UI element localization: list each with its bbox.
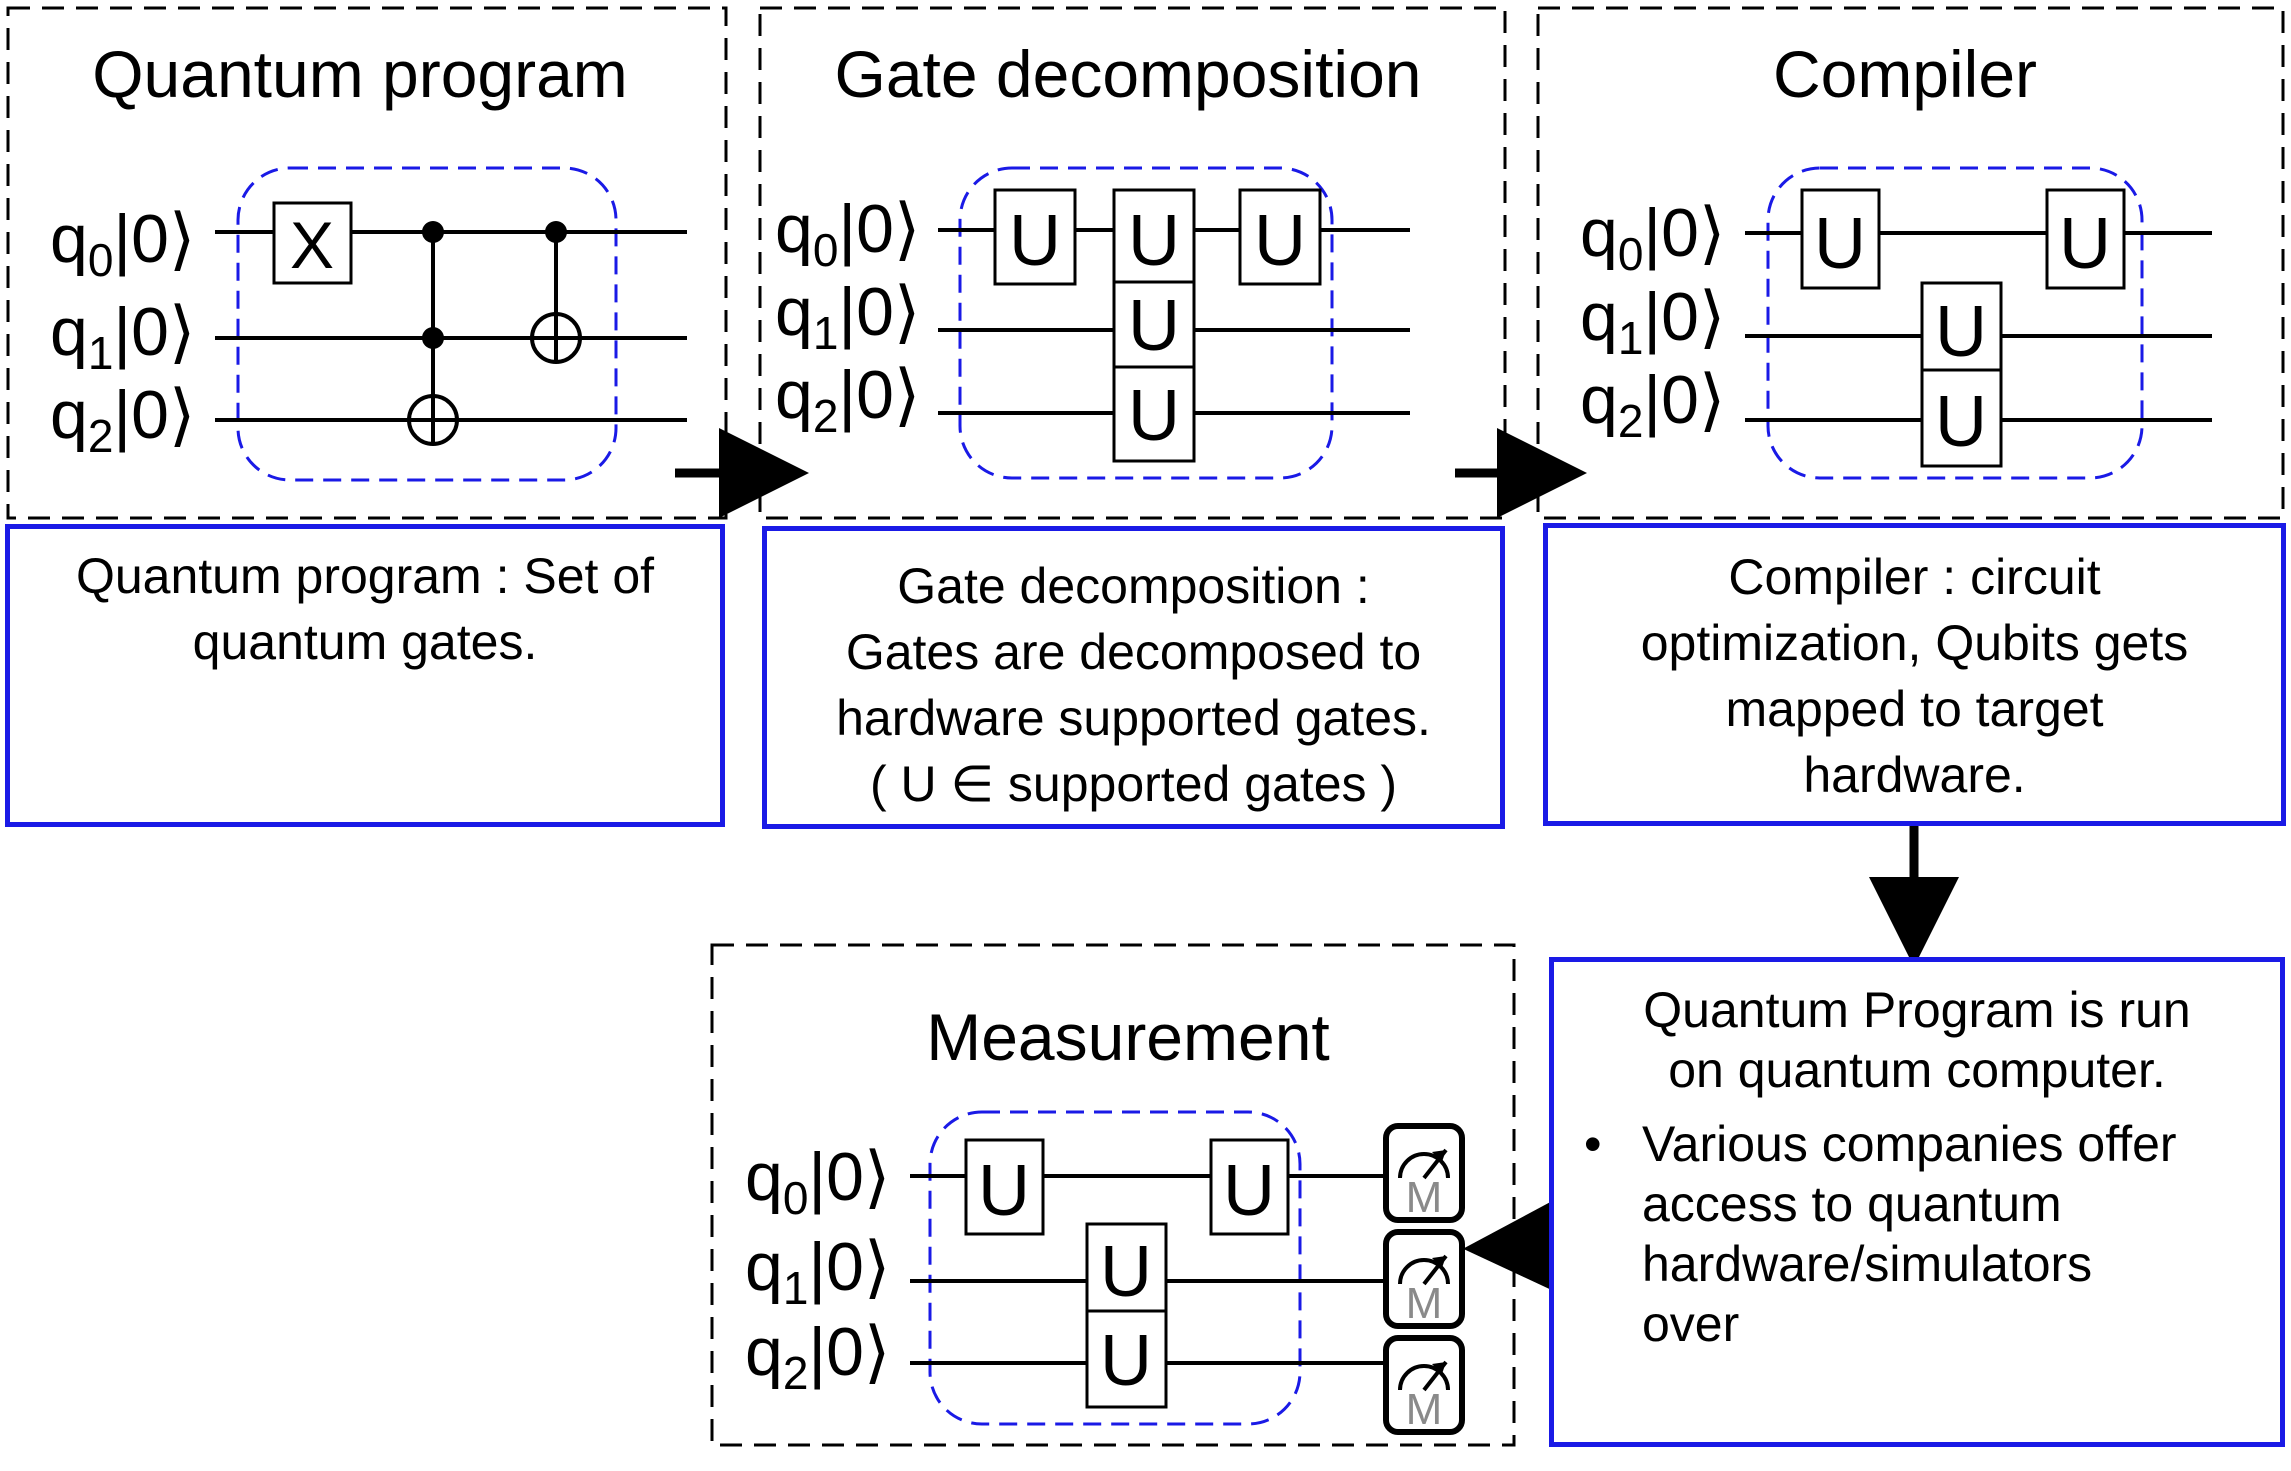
description-line: ( U ∈ supported gates ) <box>869 756 1398 812</box>
panel-frame-program <box>6 6 728 520</box>
panel-frame-decomposition <box>758 6 1507 520</box>
description-line: hardware. <box>1803 747 2026 803</box>
u-gate: U <box>1112 365 1196 463</box>
qubit-labels-measurement: q0|0⟩ q1|0⟩ q2|0⟩ <box>745 1139 890 1399</box>
svg-text:q0|0⟩: q0|0⟩ <box>1580 195 1725 280</box>
u-gate: U <box>1085 1222 1168 1313</box>
cnot-gate <box>530 221 582 364</box>
description-line: Quantum program : Set of <box>75 548 655 604</box>
description-line: quantum gates. <box>192 614 538 670</box>
u-gate: U <box>1112 280 1196 369</box>
svg-text:M: M <box>1406 1173 1443 1222</box>
svg-text:q2|0⟩: q2|0⟩ <box>50 377 195 462</box>
run-bullet-line: over <box>1642 1296 1740 1352</box>
run-description-box: Quantum Program is run on quantum comput… <box>1549 957 2285 1447</box>
svg-text:M: M <box>1406 1385 1443 1434</box>
svg-text:M: M <box>1406 1279 1443 1328</box>
run-bullet-line: access to quantum <box>1642 1176 2062 1232</box>
u-gate: U <box>1112 188 1196 284</box>
description-line: optimization, Qubits gets <box>1640 615 2189 671</box>
circuit-compiler: q0|0⟩ q1|0⟩ q2|0⟩ U U U U <box>1580 188 2212 468</box>
toffoli-gate <box>407 221 459 446</box>
svg-text:U: U <box>1009 201 1061 281</box>
qubit-labels-decomposition: q0|0⟩ q1|0⟩ q2|0⟩ <box>775 191 920 442</box>
u-gate: U <box>1920 368 2003 468</box>
panel-title-compiler: Compiler <box>1773 37 2037 111</box>
gate-region-measurement <box>928 1110 1302 1426</box>
svg-text:X: X <box>290 208 334 282</box>
meter-icon: M <box>1383 1229 1465 1329</box>
svg-text:U: U <box>1100 1321 1152 1401</box>
description-line: Gates are decomposed to <box>845 624 1422 680</box>
u-gate: U <box>964 1138 1045 1236</box>
svg-text:U: U <box>1935 292 1987 372</box>
panel-title-measurement: Measurement <box>926 1000 1330 1074</box>
svg-text:U: U <box>1100 1232 1152 1312</box>
svg-text:q2|0⟩: q2|0⟩ <box>1580 362 1725 447</box>
gate-region-decomposition <box>958 166 1334 480</box>
gate-region-program <box>236 166 618 482</box>
meter-icon: M <box>1383 1335 1465 1435</box>
svg-text:U: U <box>1128 286 1180 366</box>
qubit-labels-program: q0|0⟩ q1|0⟩ q2|0⟩ <box>50 201 195 462</box>
svg-text:U: U <box>1128 376 1180 456</box>
description-decomposition: Gate decomposition : Gates are decompose… <box>762 526 1505 829</box>
bullet-icon: • <box>1584 1116 1602 1172</box>
description-compiler: Compiler : circuit optimization, Qubits … <box>1543 523 2286 826</box>
panel-frame-measurement <box>710 943 1516 1447</box>
circuit-measurement: q0|0⟩ q1|0⟩ q2|0⟩ U U U U M M <box>745 1123 1465 1435</box>
description-line: hardware supported gates. <box>836 690 1431 746</box>
svg-text:U: U <box>1935 382 1987 462</box>
run-heading-line: Quantum Program is run <box>1643 982 2191 1038</box>
u-gate: U <box>2045 188 2126 290</box>
x-gate: X <box>272 201 353 285</box>
circuit-decomposition: q0|0⟩ q1|0⟩ q2|0⟩ U U U U U <box>775 188 1410 463</box>
run-bullet-line: hardware/simulators <box>1642 1236 2093 1292</box>
run-bullet-list: • Various companies offer access to quan… <box>1554 1114 2280 1354</box>
svg-text:q1|0⟩: q1|0⟩ <box>50 294 195 379</box>
u-gate: U <box>1209 1138 1290 1236</box>
svg-text:q2|0⟩: q2|0⟩ <box>745 1314 890 1399</box>
svg-text:U: U <box>978 1151 1030 1231</box>
u-gate: U <box>1800 188 1881 290</box>
qubit-labels-compiler: q0|0⟩ q1|0⟩ q2|0⟩ <box>1580 195 1725 447</box>
description-line: mapped to target <box>1725 681 2104 737</box>
svg-text:U: U <box>2059 204 2111 284</box>
svg-text:q0|0⟩: q0|0⟩ <box>50 201 195 286</box>
description-line: Gate decomposition : <box>897 558 1370 614</box>
svg-text:q0|0⟩: q0|0⟩ <box>745 1139 890 1224</box>
panel-title-decomposition: Gate decomposition <box>834 37 1421 111</box>
u-gate: U <box>1920 281 2003 372</box>
run-bullet-line: Various companies offer <box>1642 1116 2177 1172</box>
u-gate: U <box>993 188 1077 286</box>
gate-region-compiler <box>1766 166 2144 480</box>
run-bullet-item: • Various companies offer access to quan… <box>1584 1114 2280 1354</box>
u-gate: U <box>1085 1309 1168 1409</box>
svg-text:q2|0⟩: q2|0⟩ <box>775 357 920 442</box>
svg-text:U: U <box>1814 204 1866 284</box>
run-heading-line: on quantum computer. <box>1668 1042 2166 1098</box>
svg-text:q1|0⟩: q1|0⟩ <box>745 1229 890 1314</box>
panel-frame-compiler <box>1536 6 2285 520</box>
panel-title-program: Quantum program <box>92 37 628 111</box>
meter-icon: M <box>1383 1123 1465 1223</box>
description-program: Quantum program : Set of quantum gates. <box>5 524 725 827</box>
svg-text:U: U <box>1128 201 1180 281</box>
svg-text:q1|0⟩: q1|0⟩ <box>1580 279 1725 364</box>
circuit-program: q0|0⟩ q1|0⟩ q2|0⟩ X <box>50 201 687 462</box>
svg-text:U: U <box>1254 201 1306 281</box>
svg-text:q0|0⟩: q0|0⟩ <box>775 191 920 276</box>
description-line: Compiler : circuit <box>1728 549 2101 605</box>
u-gate: U <box>1238 188 1322 286</box>
svg-text:q1|0⟩: q1|0⟩ <box>775 274 920 359</box>
svg-text:U: U <box>1223 1151 1275 1231</box>
